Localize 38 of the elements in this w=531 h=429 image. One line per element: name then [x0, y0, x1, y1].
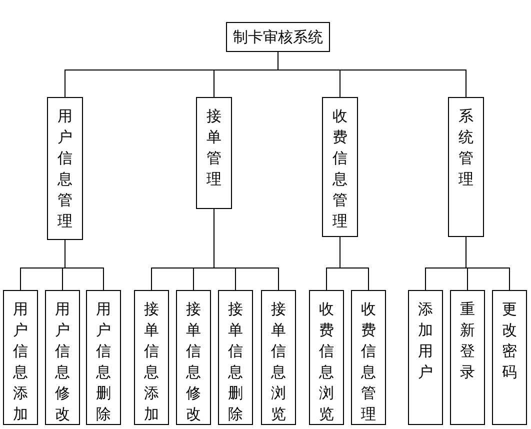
module-label: 接单信息添加	[144, 299, 159, 425]
module-box	[408, 290, 443, 425]
module-box	[492, 290, 527, 425]
module-box	[47, 97, 83, 240]
module-box	[45, 290, 80, 425]
module-box	[351, 290, 386, 425]
module-label: 接单信息浏览	[271, 299, 286, 425]
module-label: 制卡审核系统	[233, 26, 323, 48]
module-box	[134, 290, 169, 425]
module-label: 接单管理	[206, 106, 222, 190]
module-box	[176, 290, 211, 425]
module-label: 用户信息管理	[58, 106, 72, 232]
module-box	[261, 290, 296, 425]
module-label: 更改密码	[502, 299, 517, 383]
module-label: 系统管理	[458, 106, 474, 190]
module-box	[450, 290, 485, 425]
module-label: 接单信息删除	[228, 299, 243, 425]
module-box	[86, 290, 121, 425]
module-label: 收费信息管理	[361, 299, 376, 425]
module-label: 用户信息修改	[55, 299, 70, 425]
module-box	[196, 97, 232, 209]
connector-line	[214, 208, 279, 290]
connector-line	[340, 236, 369, 290]
module-label: 添加用户	[418, 299, 433, 383]
module-box	[218, 290, 253, 425]
module-label: 用户信息删除	[96, 299, 111, 425]
module-label: 重新登录	[460, 299, 475, 383]
module-label: 收费信息浏览	[319, 299, 334, 425]
connector-line	[278, 52, 466, 98]
module-label: 收费信息管理	[332, 106, 348, 232]
module-box	[322, 97, 358, 237]
module-box	[3, 290, 38, 425]
module-label: 接单信息修改	[186, 299, 201, 425]
module-box	[309, 290, 344, 425]
root-box	[226, 22, 330, 52]
module-box	[448, 97, 484, 237]
connector-line	[64, 240, 104, 290]
module-label: 用户信息添加	[13, 299, 28, 425]
